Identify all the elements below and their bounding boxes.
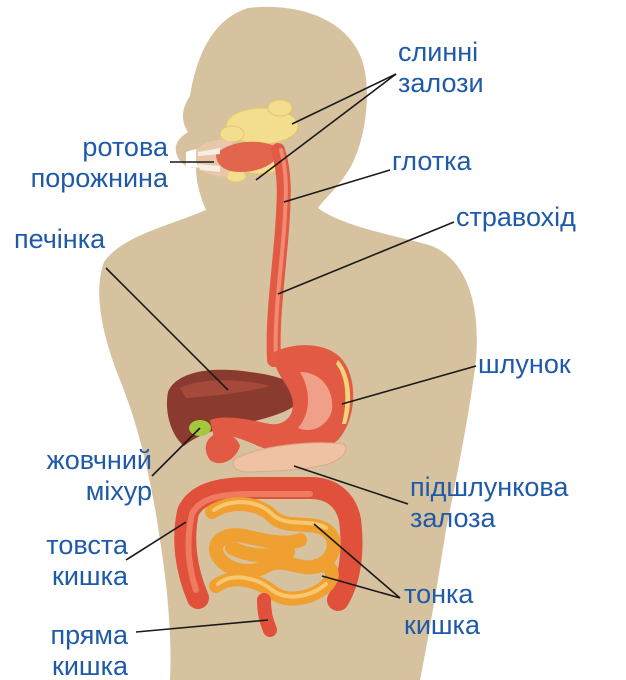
label-rectum-line1: пряма: [4, 620, 128, 651]
label-salivary-glands: слинні залози: [398, 37, 484, 99]
label-small-intestine: тонка кишка: [404, 579, 480, 641]
label-liver: печінка: [14, 224, 105, 255]
label-esophagus: стравохід: [456, 202, 576, 233]
label-esophagus-line1: стравохід: [456, 202, 576, 233]
label-small-intestine-line1: тонка: [404, 579, 480, 610]
label-pancreas-line2: залоза: [410, 503, 568, 534]
label-stomach-line1: шлунок: [478, 349, 571, 380]
label-pharynx: глотка: [392, 146, 472, 177]
label-large-intestine: товста кишка: [4, 530, 128, 592]
label-gallbladder-line2: міхур: [6, 476, 152, 507]
label-rectum-line2: кишка: [4, 651, 128, 680]
label-rectum: пряма кишка: [4, 620, 128, 680]
label-salivary-glands-line1: слинні: [398, 37, 484, 68]
label-gallbladder-line1: жовчний: [6, 445, 152, 476]
label-oral-cavity: ротова порожнина: [18, 132, 168, 194]
label-stomach: шлунок: [478, 349, 571, 380]
label-salivary-glands-line2: залози: [398, 68, 484, 99]
label-gallbladder: жовчний міхур: [6, 445, 152, 507]
label-pharynx-line1: глотка: [392, 146, 472, 177]
label-large-intestine-line1: товста: [4, 530, 128, 561]
label-oral-cavity-line2: порожнина: [18, 163, 168, 194]
label-liver-line1: печінка: [14, 224, 105, 255]
label-pancreas: підшлункова залоза: [410, 472, 568, 534]
label-small-intestine-line2: кишка: [404, 610, 480, 641]
label-oral-cavity-line1: ротова: [18, 132, 168, 163]
label-pancreas-line1: підшлункова: [410, 472, 568, 503]
rectum: [264, 600, 270, 630]
label-large-intestine-line2: кишка: [4, 561, 128, 592]
